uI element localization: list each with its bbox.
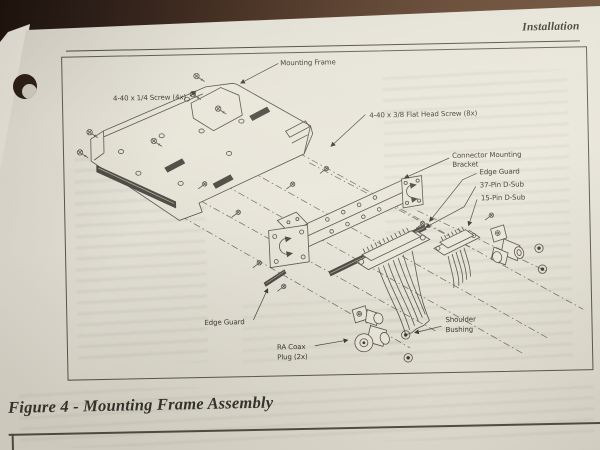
label-edge-guard-top: Edge Guard (479, 168, 519, 177)
label-ra-coax-1: RA Coax (277, 343, 306, 352)
label-connector-bracket-1: Connector Mounting (452, 151, 521, 160)
page-header: Installation (522, 20, 580, 34)
connector-mounting-bracket (268, 175, 424, 269)
leader-lines (189, 63, 478, 347)
frame-holes (117, 96, 245, 186)
label-screw-flathead: 4-40 x 3/8 Flat Head Screw (8x) (369, 109, 477, 119)
label-edge-guard-bottom: Edge Guard (204, 318, 244, 327)
bracket-left-flange (268, 224, 310, 269)
bracket-right-flange (401, 175, 424, 209)
label-shoulder-bushing-1: Shoulder (445, 315, 476, 324)
bottom-rule (8, 421, 600, 436)
ra-coax-plug-left (351, 305, 390, 353)
label-ra-coax-2: Plug (2x) (277, 353, 308, 362)
label-screw-quarter: 4-40 x 1/4 Screw (4x) (113, 93, 187, 102)
assembly-diagram: Mounting Frame 4-40 x 1/4 Screw (4x) 4-4… (76, 58, 584, 363)
label-connector-bracket-2: Bracket (452, 160, 478, 169)
dsub-15-wires (447, 247, 471, 288)
label-shoulder-bushing-2: Bushing (446, 326, 474, 335)
figure-frame: Mounting Frame 4-40 x 1/4 Screw (4x) 4-4… (61, 46, 594, 381)
binder-hole (13, 74, 37, 99)
label-dsub15: 15-Pin D-Sub (481, 193, 526, 202)
label-mounting-frame: Mounting Frame (280, 58, 336, 67)
figure-caption: Figure 4 - Mounting Frame Assembly (7, 392, 274, 417)
edge-guard-on-rail (96, 165, 177, 209)
frame-cutout (190, 87, 243, 132)
next-figure-border (11, 433, 14, 450)
ribbon-cable (377, 250, 430, 336)
dsub-15-connector (433, 226, 481, 288)
mounting-frame (90, 82, 314, 221)
ra-coax-plug-right (490, 224, 525, 266)
label-dsub37: 37-Pin D-Sub (480, 180, 525, 189)
